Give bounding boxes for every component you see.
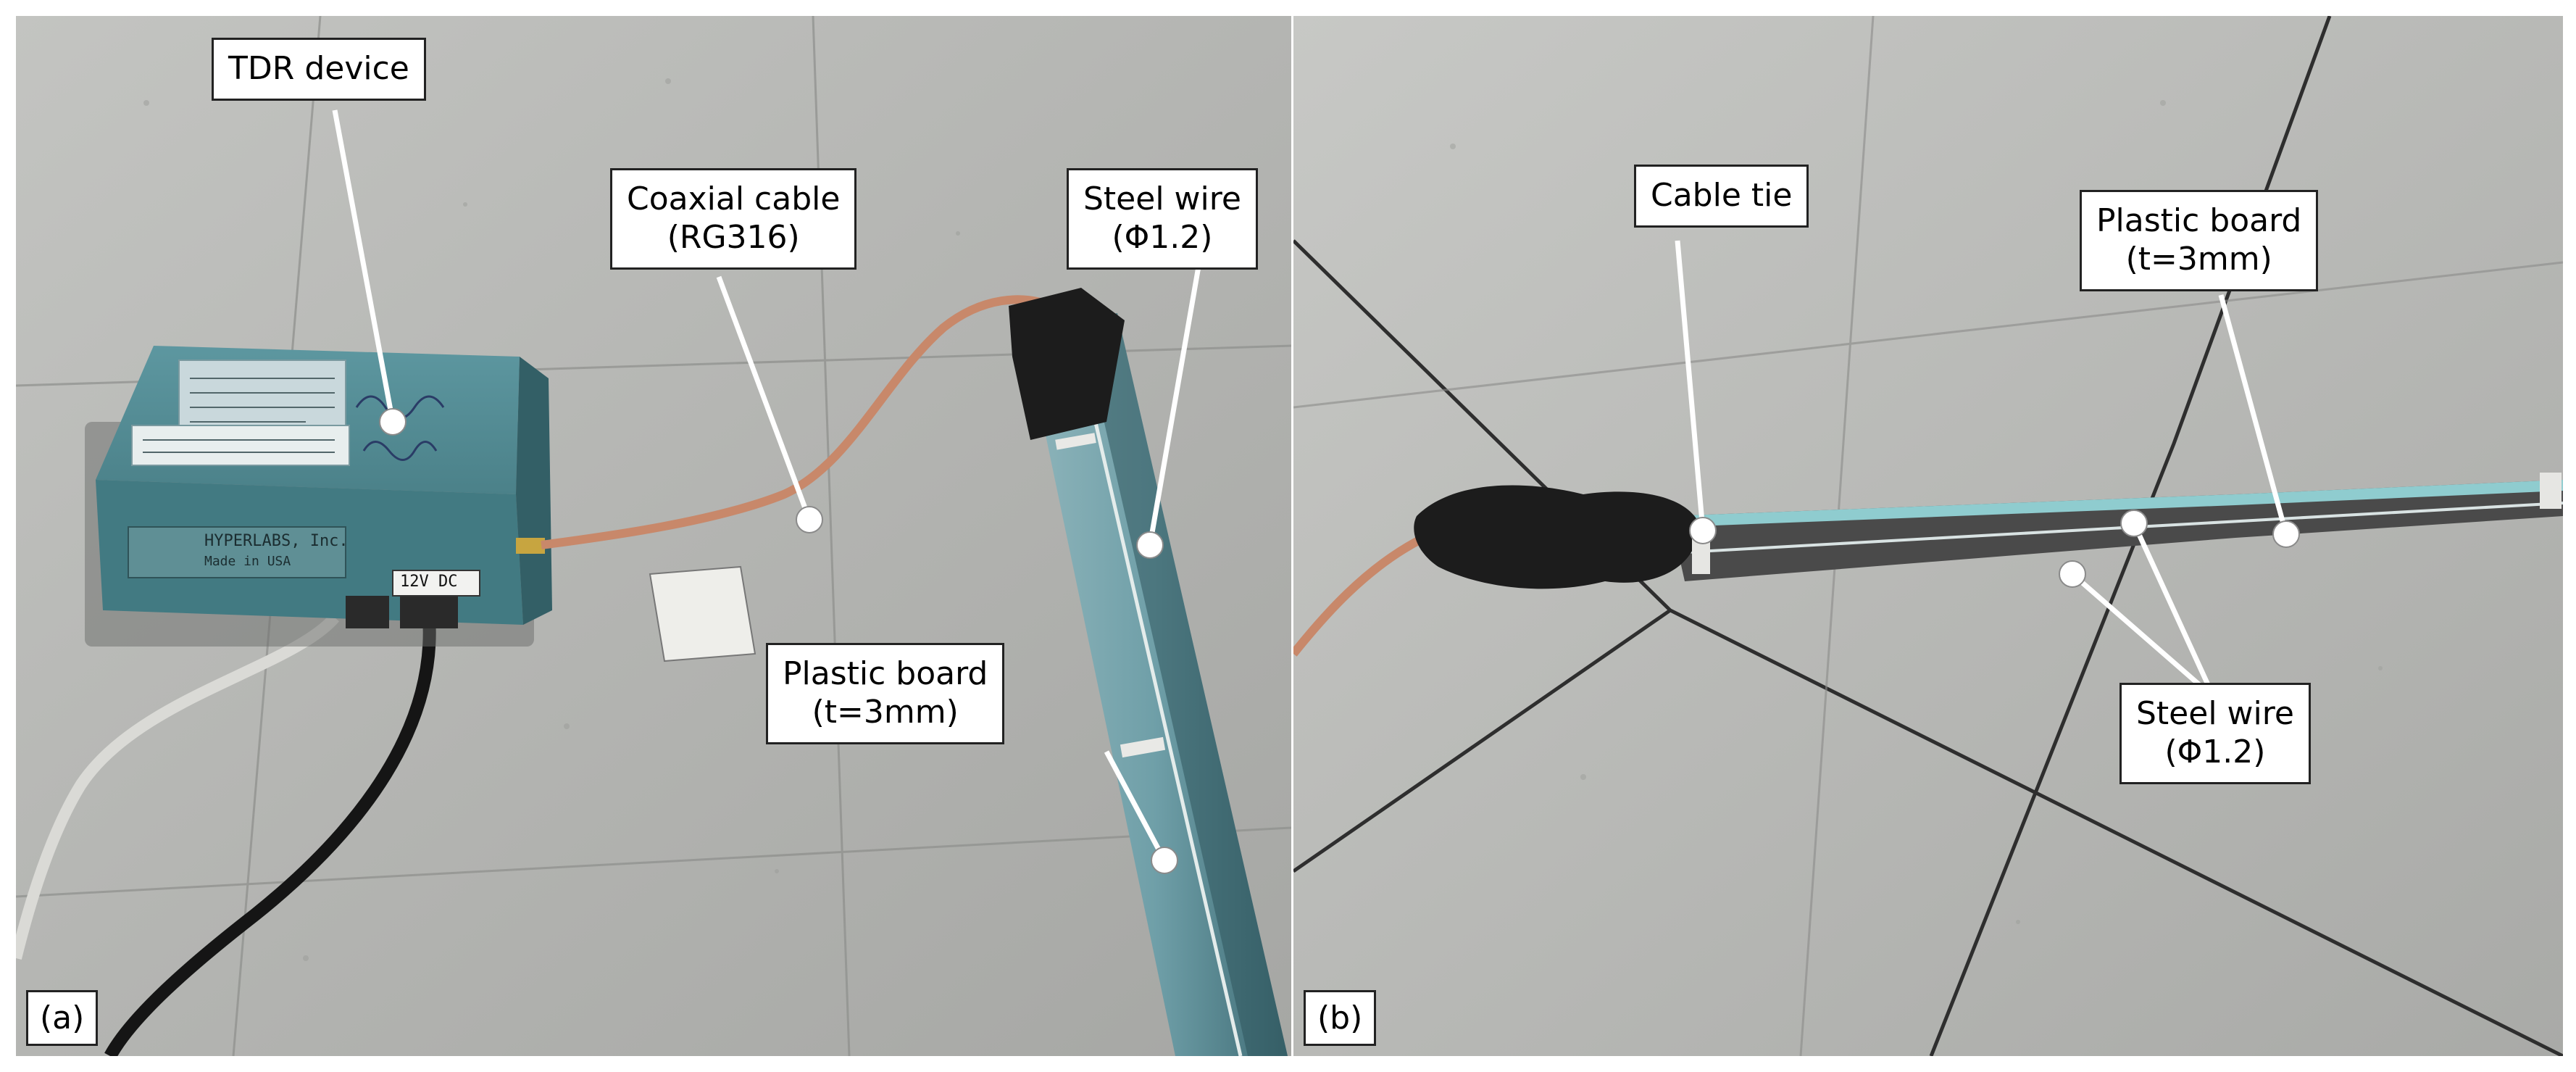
callout-plastic-board: Plastic board (t=3mm) [2080, 190, 2319, 291]
photo-panel-a: HYPERLABS, Inc. 12V DC Made in USA TDR d… [16, 16, 1291, 1056]
photo-panel-b: Cable tie Plastic board (t=3mm) Steel wi… [1293, 16, 2563, 1056]
panel-label-a: (a) [26, 990, 99, 1046]
callout-steel-wire: Steel wire (Φ1.2) [2119, 683, 2311, 784]
device-origin-text: Made in USA [204, 554, 291, 569]
coaxial-cable-photo [541, 295, 1062, 549]
panel-label-b: (b) [1304, 990, 1377, 1046]
probe-photo [1670, 480, 2563, 581]
callout-coaxial-cable: Coaxial cable (RG316) [610, 168, 857, 270]
callout-tdr-device: TDR device [212, 38, 426, 101]
probe-closeup-photo [1293, 16, 2563, 1056]
callout-steel-wire: Steel wire (Φ1.2) [1067, 168, 1258, 270]
callout-plastic-board: Plastic board (t=3mm) [766, 643, 1005, 744]
device-power-text: 12V DC [400, 573, 458, 591]
callout-cable-tie: Cable tie [1634, 165, 1809, 228]
device-brand-text: HYPERLABS, Inc. [204, 532, 349, 550]
